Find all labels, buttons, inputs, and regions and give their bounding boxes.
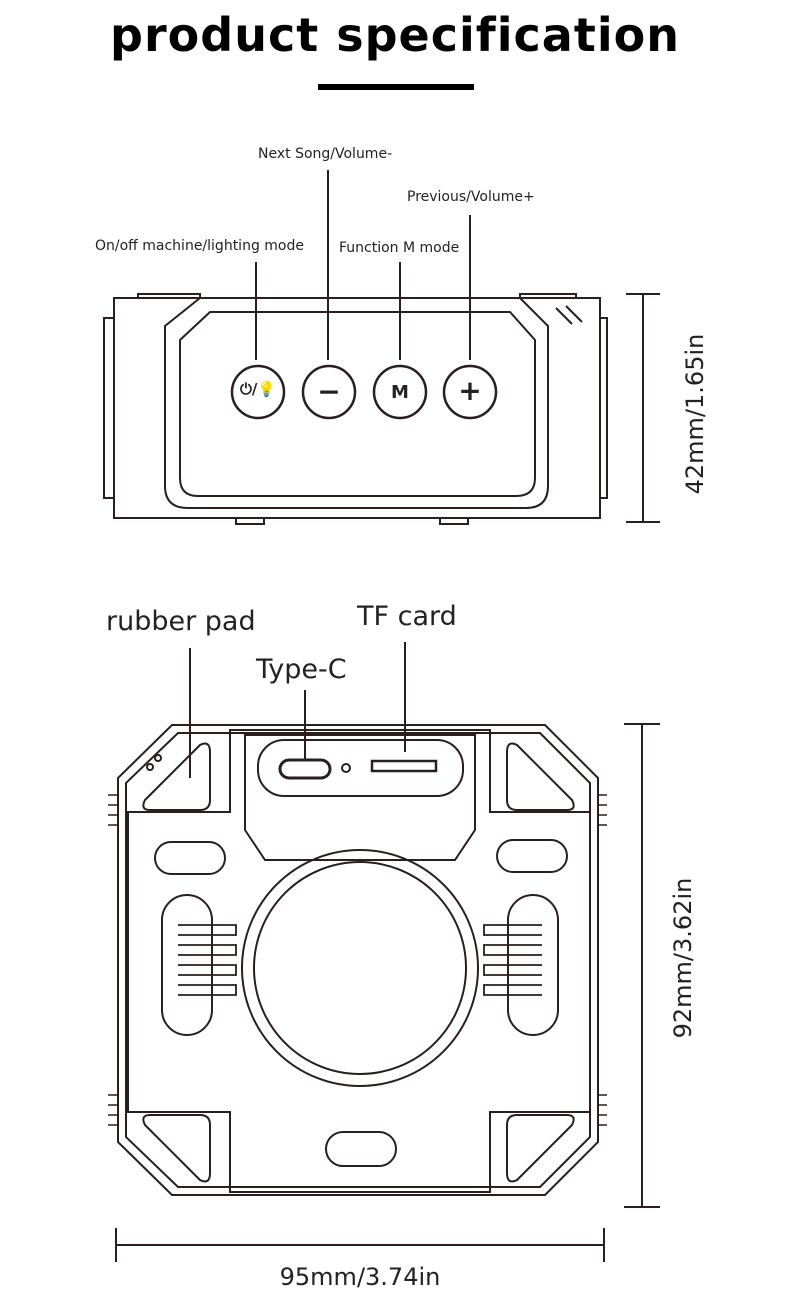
minus-icon: −	[317, 375, 341, 408]
foot-top-right	[496, 839, 568, 873]
rubber-pad-bottom-right	[506, 1114, 575, 1183]
mode-button-outline	[372, 364, 428, 420]
foot-top-left	[154, 841, 226, 875]
previous-label: Previous/Volume+	[407, 189, 535, 205]
indicator-led	[341, 763, 351, 773]
title-underline	[318, 84, 474, 90]
power-light-icon: ⏻/💡	[239, 380, 277, 398]
power-button-outline	[230, 364, 286, 420]
next-song-label: Next Song/Volume-	[258, 146, 393, 162]
height-dimension-bottom: 92mm/3.62in	[669, 877, 697, 1039]
type-c-port	[278, 758, 332, 780]
port-panel	[257, 739, 464, 797]
rubber-pad-label: rubber pad	[106, 606, 256, 637]
page-title: product specification	[110, 8, 680, 62]
rubber-pad-top-left	[142, 742, 211, 811]
function-label: Function M mode	[339, 240, 460, 256]
onoff-label: On/off machine/lighting mode	[95, 238, 304, 254]
rubber-pad-top-right	[506, 742, 575, 811]
foot-bottom-center	[325, 1131, 397, 1167]
center-circle	[241, 849, 479, 1087]
bottom-body-outline	[117, 724, 599, 1196]
tf-card-label: TF card	[357, 601, 457, 632]
plus-icon: +	[458, 374, 482, 407]
top-button-panel	[164, 297, 549, 509]
type-c-label: Type-C	[256, 654, 347, 685]
width-dimension: 95mm/3.74in	[279, 1263, 441, 1291]
mode-m-icon: M	[391, 382, 409, 403]
minus-button-outline	[301, 364, 357, 420]
plus-button-outline	[442, 364, 498, 420]
tf-card-slot	[370, 759, 438, 773]
rubber-pad-bottom-left	[142, 1114, 211, 1183]
